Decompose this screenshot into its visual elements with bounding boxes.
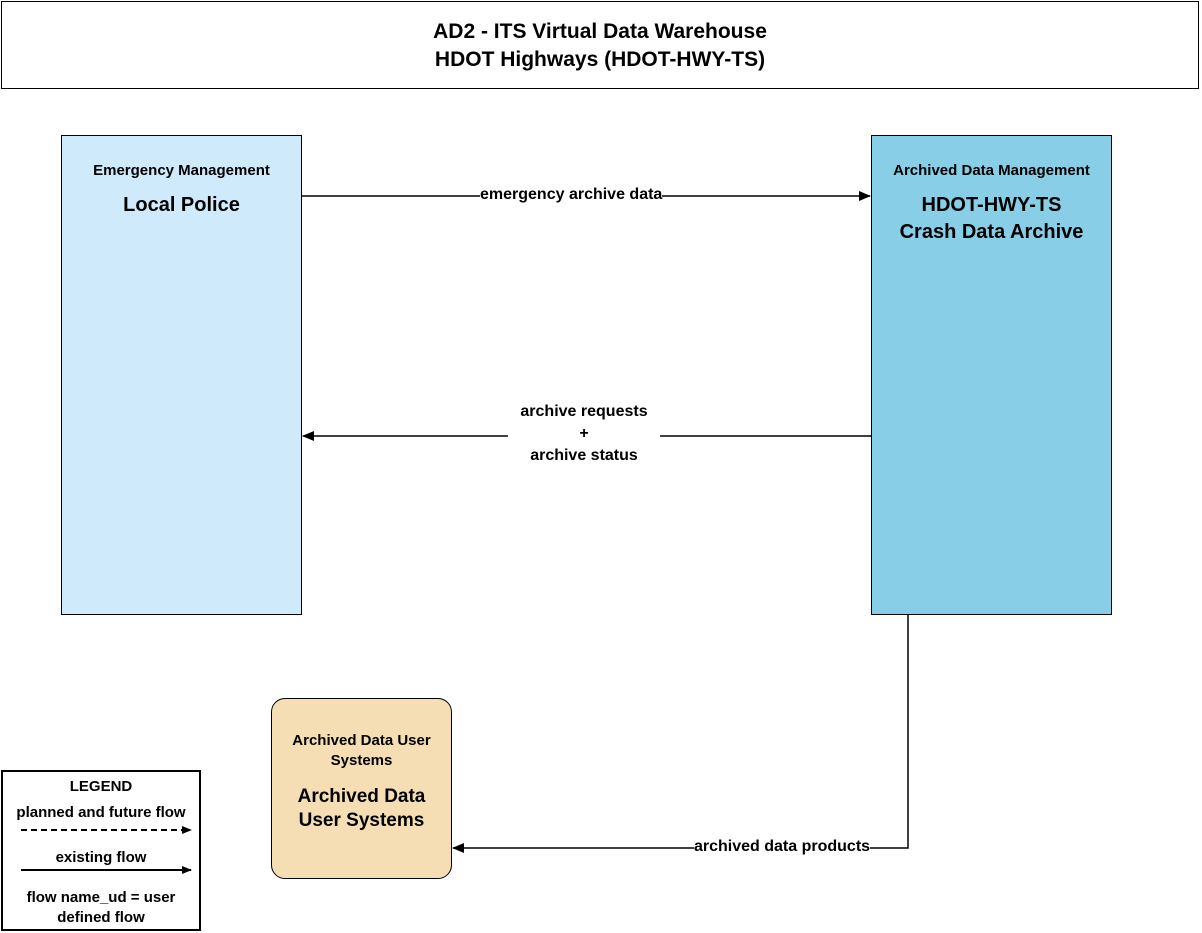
- node-name: HDOT-HWY-TS Crash Data Archive: [899, 194, 1084, 243]
- node-category: Archived Data User Systems: [292, 732, 431, 769]
- node-category: Emergency Management: [93, 162, 270, 179]
- legend-lines: [21, 826, 192, 874]
- title-line-1: AD2 - ITS Virtual Data Warehouse: [433, 20, 767, 43]
- flow-products-line: [452, 615, 909, 853]
- legend: LEGEND planned and future flow existing …: [1, 770, 201, 931]
- node-archived-data-user-systems[interactable]: Archived Data User Systems Archived Data…: [271, 698, 452, 879]
- node-name: Local Police: [123, 194, 240, 216]
- node-local-police[interactable]: Emergency Management Local Police: [61, 135, 302, 615]
- node-category: Archived Data Management: [893, 162, 1090, 179]
- flow-label-archived-data-products: archived data products: [694, 836, 871, 858]
- title-line-2: HDOT Highways (HDOT-HWY-TS): [434, 48, 766, 71]
- legend-planned-label: planned and future flow: [16, 804, 186, 821]
- node-name: Archived Data User Systems: [297, 786, 426, 831]
- node-crash-data-archive[interactable]: Archived Data Management HDOT-HWY-TS Cra…: [871, 135, 1112, 615]
- legend-existing-label: existing flow: [55, 849, 147, 866]
- legend-title: LEGEND: [69, 778, 133, 795]
- legend-user-defined-label: flow name_ud = user defined flow: [26, 889, 176, 926]
- diagram-title: AD2 - ITS Virtual Data Warehouse HDOT Hi…: [1, 1, 1199, 89]
- flow-label-emergency-archive-data: emergency archive data: [480, 184, 663, 206]
- flow-label-archive-requests-status: archive requests + archive status: [508, 401, 660, 467]
